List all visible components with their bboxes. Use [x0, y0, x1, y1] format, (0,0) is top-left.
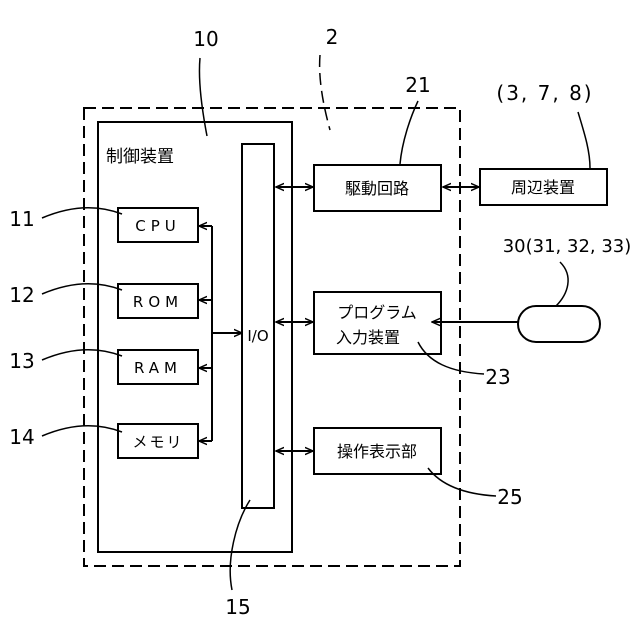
operation-display-label: 操作表示部 [337, 442, 417, 461]
ref-10: 10 [193, 27, 218, 51]
leader-11 [42, 208, 122, 218]
ref-23: 23 [485, 365, 510, 389]
leader-21 [400, 101, 418, 164]
program-input-label-line2: 入力装置 [336, 328, 400, 347]
ref-15: 15 [225, 595, 250, 619]
leader-10 [199, 58, 207, 136]
rom-label: ROM [133, 293, 183, 311]
system-outline [84, 108, 460, 566]
leader-30 [556, 262, 568, 306]
leader-25 [428, 468, 496, 496]
ref-11: 11 [9, 207, 34, 231]
drive-circuit-label: 駆動回路 [345, 179, 409, 198]
external-device-shape [518, 306, 600, 342]
ram-label: RAM [134, 359, 182, 377]
leader-13 [42, 350, 122, 360]
peripheral-label: 周辺装置 [511, 178, 575, 197]
ref-12: 12 [9, 283, 34, 307]
leader-15 [230, 500, 250, 590]
controller-label: 制御装置 [106, 147, 174, 167]
cpu-label: CPU [135, 217, 181, 235]
leader-23 [418, 342, 484, 374]
leader-12 [42, 284, 122, 294]
ref-14: 14 [9, 425, 34, 449]
io-box [242, 144, 274, 508]
leader-2 [320, 55, 330, 130]
ref-3-7-8: (3, 7, 8) [496, 81, 593, 105]
ref-25: 25 [497, 485, 522, 509]
memory-label: メモリ [132, 433, 183, 451]
ref-30: 30(31, 32, 33) [503, 236, 632, 257]
ref-2: 2 [326, 25, 339, 49]
io-label: I/O [247, 327, 268, 345]
program-input-label-line1: プログラム [337, 303, 417, 322]
ref-13: 13 [9, 349, 34, 373]
leader-3-7-8 [578, 112, 590, 168]
ref-21: 21 [405, 73, 430, 97]
leader-14 [42, 426, 122, 436]
